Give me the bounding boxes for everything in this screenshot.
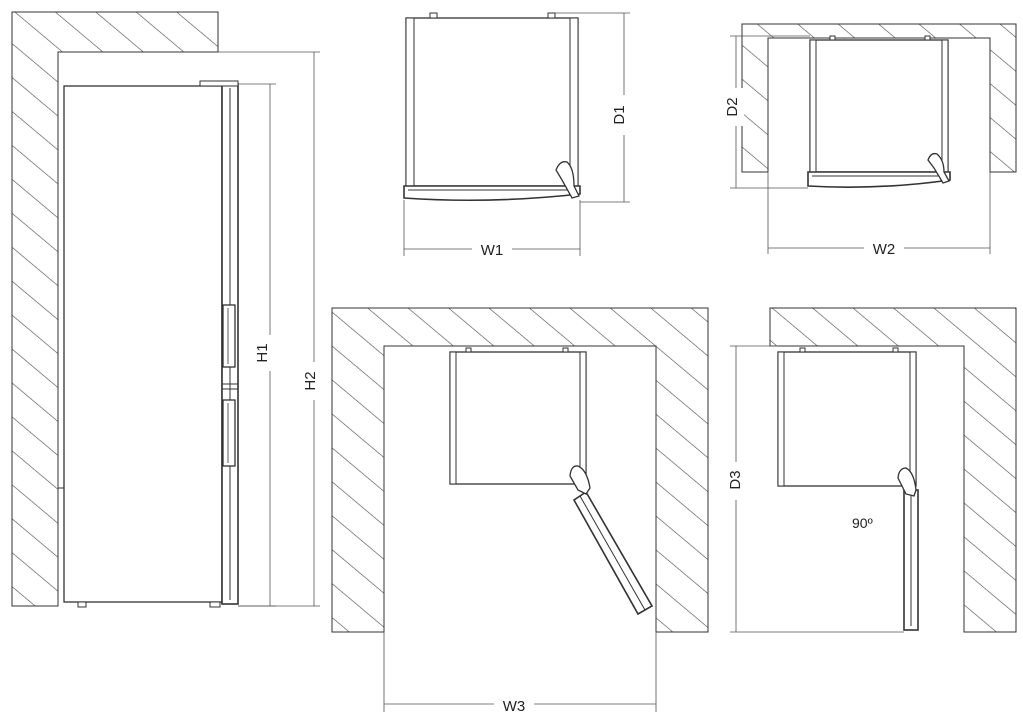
fridge-side-body (63, 85, 223, 603)
h1-label: H1 (254, 343, 271, 362)
side-wall-outline (11, 11, 219, 607)
upper-door-handle (222, 304, 236, 368)
top-view-door-90: 90º D3 (726, 307, 1017, 633)
d1-label: D1 (611, 105, 628, 124)
w3-label: W3 (503, 698, 526, 715)
door-handle-2 (927, 152, 950, 184)
clearance-wall-outline (331, 307, 709, 633)
fridge-door-2 (807, 171, 951, 188)
d2-label: D2 (724, 97, 741, 116)
w1-label: W1 (481, 242, 504, 259)
lower-door-handle (222, 399, 236, 467)
door-handle-1 (555, 161, 580, 199)
fridge-top-body-4 (777, 351, 917, 487)
fridge-top-body-2 (809, 39, 949, 173)
angle-label: 90º (852, 515, 873, 531)
door-handle-3 (569, 465, 591, 495)
door-handle-4 (897, 467, 917, 497)
side-view: H1 H2 (11, 11, 322, 608)
d3-label: D3 (727, 470, 744, 489)
door90-wall-hatch (770, 308, 1016, 632)
top-view-door-open: W3 (331, 307, 709, 715)
fridge-door-1 (403, 185, 581, 202)
top-view-freestanding: D1 W1 (403, 12, 632, 259)
fridge-top-body-3 (449, 351, 587, 485)
h2-label: H2 (302, 371, 319, 390)
clearance-wall-hatch (332, 308, 708, 632)
w2-label: W2 (873, 241, 896, 258)
top-view-niche: D2 W2 (724, 23, 1017, 258)
side-wall-hatch (12, 12, 218, 606)
niche-wall-outline (741, 23, 1017, 173)
fridge-top-body-1 (405, 17, 579, 187)
